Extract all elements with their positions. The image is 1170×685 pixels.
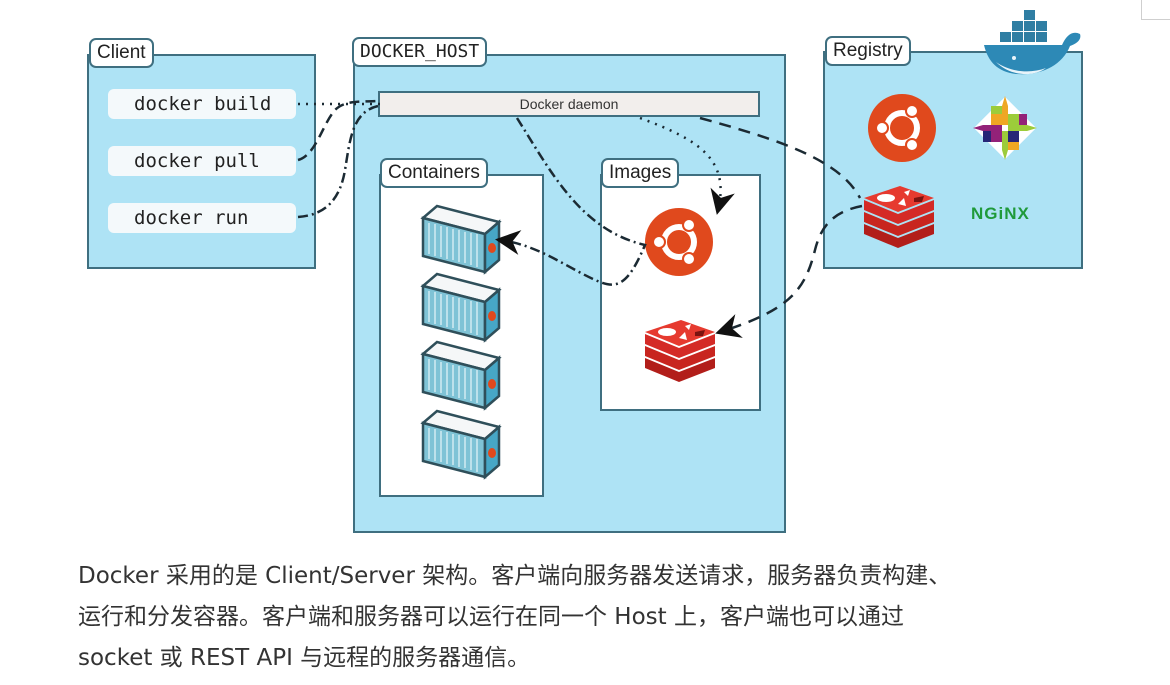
client-title: Client [89,38,154,68]
container-icon [421,340,501,410]
registry-title: Registry [825,36,911,66]
redis-registry-icon [864,186,934,248]
flow-daemon-to-container-dashdot [495,117,647,286]
flow-daemon-to-registry-dashed [699,116,862,199]
ubuntu-registry-icon [868,94,936,162]
flow-daemon-to-ubuntu-dotted [639,116,735,215]
container-icon [421,272,501,342]
corner-frame [1141,0,1170,20]
images-title: Images [601,158,680,188]
container-icon [421,204,501,274]
flow-pull-dashed [297,99,379,162]
centos-icon [973,96,1037,160]
docker-run-command: docker run [108,203,296,233]
docker-pull-command: docker pull [108,146,296,176]
flow-registry-to-redis-dashed [715,204,863,338]
caption-line: socket 或 REST API 与远程的服务器通信。 [78,645,531,671]
nginx-logo: NGiNX [971,204,1030,223]
container-icon [421,409,501,479]
caption-line: 运行和分发容器。客户端和服务器可以运行在同一个 Host 上，客户端也可以通过 [78,604,904,630]
caption-paragraph: Docker 采用的是 Client/Server 架构。客户端向服务器发送请求… [78,556,1118,679]
redis-image-icon [645,320,715,382]
flow-run-dashdot [297,104,379,219]
caption-line: Docker 采用的是 Client/Server 架构。客户端向服务器发送请求… [78,563,952,589]
docker-host-title: DOCKER_HOST [352,37,488,67]
containers-title: Containers [380,158,488,188]
ubuntu-image-icon [645,208,713,276]
docker-daemon-bar: Docker daemon [378,91,760,117]
docker-build-command: docker build [108,89,296,119]
docker-whale-icon [984,10,1081,75]
